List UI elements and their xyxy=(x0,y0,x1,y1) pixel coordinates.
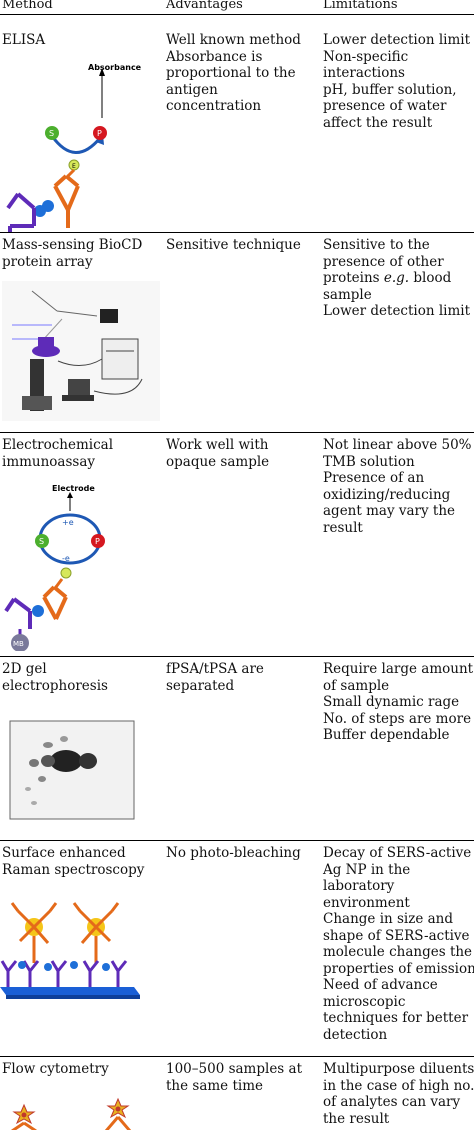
limitations-cell: Decay of SERS-active Ag NP in the labora… xyxy=(323,845,474,1043)
sers-illustration xyxy=(0,902,140,999)
header-advantages: Advantages xyxy=(166,0,243,12)
method-cell: 2D gel electrophoresis xyxy=(2,661,108,694)
advantages-cell: fPSA/tPSA are separated xyxy=(166,661,264,694)
svg-text:+e: +e xyxy=(62,518,74,527)
table-header: Method Advantages Limitations xyxy=(0,0,474,15)
advantages-cell: Work well with opaque sample xyxy=(166,437,270,470)
advantages-cell: Sensitive technique xyxy=(166,237,301,253)
svg-text:S: S xyxy=(49,129,54,138)
electrochemical-illustration: Electrode +e -e S P MB xyxy=(4,484,105,651)
svg-text:P: P xyxy=(97,129,102,138)
method-cell: ELISA xyxy=(2,32,46,48)
header-limitations: Limitations xyxy=(323,0,398,12)
svg-text:P: P xyxy=(95,537,100,546)
svg-text:-e: -e xyxy=(62,554,70,563)
svg-text:S: S xyxy=(39,537,44,546)
table-row-sers: Surface enhanced Raman spectroscopy No p… xyxy=(0,840,474,1057)
table-row-biocd: Mass-sensing BioCD protein array Sensiti… xyxy=(0,232,474,433)
limitations-cell: Lower detection limit Non-specific inter… xyxy=(323,32,471,131)
limitations-cell: Multipurpose diluents in the case of hig… xyxy=(323,1061,474,1127)
elisa-illustration: Absorbance S P E xyxy=(6,63,142,233)
table-row-flow-cytometry: Flow cytometry 100–500 samples at the sa… xyxy=(0,1056,474,1130)
limitations-cell: Require large amount of sample Small dyn… xyxy=(323,661,474,743)
flow-cytometry-illustration xyxy=(11,1097,132,1130)
method-cell: Electrochemical immunoassay xyxy=(2,437,114,470)
svg-text:MB: MB xyxy=(13,640,24,648)
biocd-setup-illustration xyxy=(2,281,160,421)
method-cell: Flow cytometry xyxy=(2,1061,109,1077)
advantages-cell: 100–500 samples at the same time xyxy=(166,1061,302,1094)
limitations-cell: Not linear above 50% TMB solution Presen… xyxy=(323,437,472,536)
table-row-elisa: ELISA Well known method Absorbance is pr… xyxy=(0,28,474,233)
advantages-cell: Well known method Absorbance is proporti… xyxy=(166,32,301,114)
method-cell: Surface enhanced Raman spectroscopy xyxy=(2,845,145,878)
svg-text:Electrode: Electrode xyxy=(52,484,95,493)
gel-image xyxy=(4,717,152,829)
limitations-cell: Sensitive to the presence of other prote… xyxy=(323,237,471,319)
svg-text:Absorbance: Absorbance xyxy=(88,63,142,72)
svg-text:E: E xyxy=(72,163,76,170)
table-row-2d-gel: 2D gel electrophoresis fPSA/tPSA are sep… xyxy=(0,656,474,841)
advantages-cell: No photo-bleaching xyxy=(166,845,301,861)
method-cell: Mass-sensing BioCD protein array xyxy=(2,237,143,270)
header-method: Method xyxy=(2,0,53,12)
table-row-electrochemical: Electrochemical immunoassay Work well wi… xyxy=(0,432,474,657)
